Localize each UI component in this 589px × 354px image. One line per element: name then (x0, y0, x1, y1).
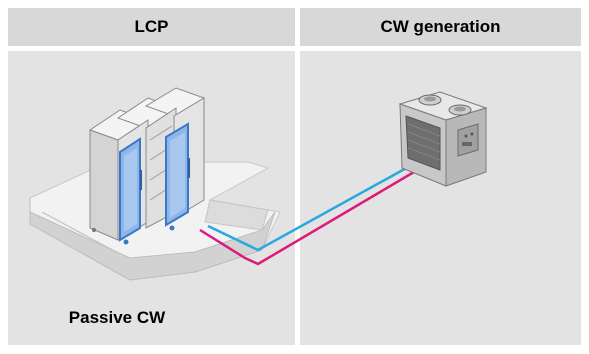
return-pipe-magenta (199, 170, 415, 266)
passive-cw-label: Passive CW (68, 308, 166, 327)
header-lcp-label: LCP (134, 17, 169, 36)
header-lcp: LCP (8, 8, 295, 46)
supply-pipe-blue (207, 164, 411, 252)
coolant-pipes (199, 164, 415, 266)
chiller-unit-icon (398, 91, 488, 187)
header-cw-generation-label: CW generation (380, 17, 501, 36)
header-cw-generation: CW generation (300, 8, 581, 46)
server-rack-icon (88, 87, 206, 245)
